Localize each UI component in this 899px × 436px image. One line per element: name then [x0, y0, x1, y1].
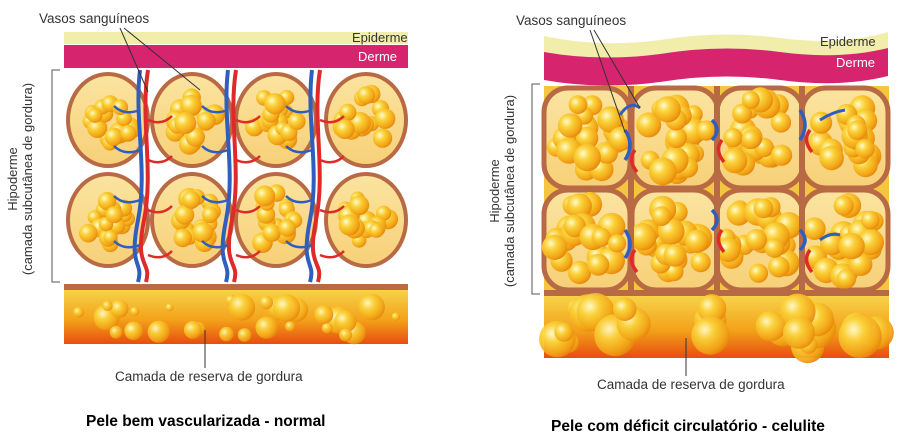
- fat-cell: [87, 108, 102, 123]
- reserve-fat-cell: [314, 305, 333, 324]
- hypodermis-label-right: Hipoderme (camada subcutânea de gordura): [487, 86, 517, 296]
- fat-cell: [861, 211, 880, 230]
- fat-cell: [105, 128, 123, 146]
- fat-cell: [855, 139, 874, 158]
- fat-cell: [288, 113, 306, 131]
- fat-cell: [819, 146, 844, 171]
- reserve-fat-cell: [783, 317, 815, 349]
- fat-cell: [373, 129, 392, 148]
- fat-cell: [749, 264, 768, 283]
- fat-cell: [542, 235, 567, 260]
- fat-cell: [369, 223, 384, 238]
- fibrous-septum: [714, 86, 720, 292]
- fat-cell: [608, 234, 626, 252]
- reserve-fat-cell: [148, 321, 170, 343]
- hypodermis-bracket: [532, 84, 540, 294]
- fat-cell: [349, 195, 369, 215]
- fat-cell: [746, 229, 767, 250]
- dermis-layer: [64, 45, 408, 68]
- fat-cell: [192, 222, 213, 243]
- vessels-label-right: Vasos sanguíneos: [516, 13, 626, 28]
- reserve-fat-cell: [285, 321, 295, 331]
- reserve-fat-cell: [219, 327, 234, 342]
- epidermis-label-left: Epiderme: [352, 30, 408, 45]
- fat-cell: [685, 230, 708, 253]
- fat-cell: [847, 120, 867, 140]
- fat-cell: [202, 207, 219, 224]
- fat-cell: [771, 145, 792, 166]
- fat-cell: [357, 86, 375, 104]
- fat-cell: [197, 111, 216, 130]
- reserve-label-left: Camada de reserva de gordura: [115, 369, 303, 384]
- fat-lobules: [542, 86, 889, 292]
- fat-cell: [263, 224, 281, 242]
- reserve-fat-cell: [256, 317, 278, 339]
- reserve-fat-cell: [392, 312, 400, 320]
- fat-cell: [79, 224, 98, 243]
- fat-cell: [106, 206, 123, 223]
- fat-cell: [742, 130, 761, 149]
- fat-cell: [722, 148, 747, 173]
- fat-cell: [649, 158, 677, 186]
- reserve-fat-cell: [691, 317, 729, 355]
- fat-cell: [664, 244, 687, 267]
- reserve-fat-cell: [554, 323, 573, 342]
- reserve-fat-cell: [73, 307, 84, 318]
- hypodermis-bottom-septum: [64, 284, 408, 290]
- fat-cell: [754, 199, 774, 219]
- reserve-fat-cell: [130, 307, 139, 316]
- fat-cell: [652, 206, 672, 226]
- reserve-fat-cell: [238, 328, 252, 342]
- reserve-fat-cell: [228, 294, 255, 321]
- fat-cell: [558, 113, 582, 137]
- fat-cell: [768, 256, 789, 277]
- fat-cell: [742, 91, 760, 109]
- fat-cell: [723, 128, 742, 147]
- fat-cell: [375, 108, 396, 129]
- reserve-fat-cell: [260, 296, 273, 309]
- fat-cell: [839, 233, 865, 259]
- reserve-label-right: Camada de reserva de gordura: [597, 377, 785, 392]
- reserve-fat-cell: [358, 294, 385, 321]
- fat-cell: [655, 96, 681, 122]
- reserve-fat-cell: [110, 326, 123, 339]
- caption-right: Pele com déficit circulatório - celulite: [551, 418, 825, 436]
- fat-cell: [834, 196, 854, 216]
- reserve-fat-cell: [273, 294, 301, 322]
- fat-cell: [120, 125, 136, 141]
- vessels-label-left: Vasos sanguíneos: [39, 11, 149, 26]
- fat-cell: [837, 269, 857, 289]
- fat-cell: [587, 254, 609, 276]
- hypodermis-label-left: Hipoderme (camada subcutânea de gordura): [5, 74, 35, 284]
- epidermis-label-right: Epiderme: [820, 34, 876, 49]
- fat-cell: [335, 119, 355, 139]
- fat-cell: [691, 252, 711, 272]
- reserve-fat-cell: [184, 321, 202, 339]
- fat-cell: [264, 93, 285, 114]
- fat-cell: [254, 185, 275, 206]
- reserve-fat-cell: [613, 297, 637, 321]
- fat-cell: [574, 144, 601, 171]
- fat-cell: [174, 112, 196, 134]
- dermis-label-left: Derme: [358, 49, 397, 64]
- fat-cell: [279, 219, 296, 236]
- fat-cell: [592, 228, 611, 247]
- hypodermis-bracket: [52, 70, 60, 282]
- reserve-fat-cell: [165, 303, 173, 311]
- fat-cell: [174, 229, 193, 248]
- reserve-fat-cell: [339, 328, 352, 341]
- fat-cell: [765, 238, 785, 258]
- reserve-fat-cell: [102, 301, 112, 311]
- fat-cell: [182, 191, 200, 209]
- caption-left: Pele bem vascularizada - normal: [86, 413, 326, 431]
- fat-cell: [339, 214, 360, 235]
- cellulite-skin-panel: [539, 32, 894, 363]
- reserve-fat-cell: [124, 322, 143, 341]
- reserve-fat-cell: [322, 323, 333, 334]
- dermis-label-right: Derme: [836, 55, 875, 70]
- reserve-fat-cell: [110, 300, 128, 318]
- reserve-fat-cell: [838, 315, 881, 358]
- normal-skin-panel: [64, 32, 408, 344]
- fat-cell: [569, 95, 588, 114]
